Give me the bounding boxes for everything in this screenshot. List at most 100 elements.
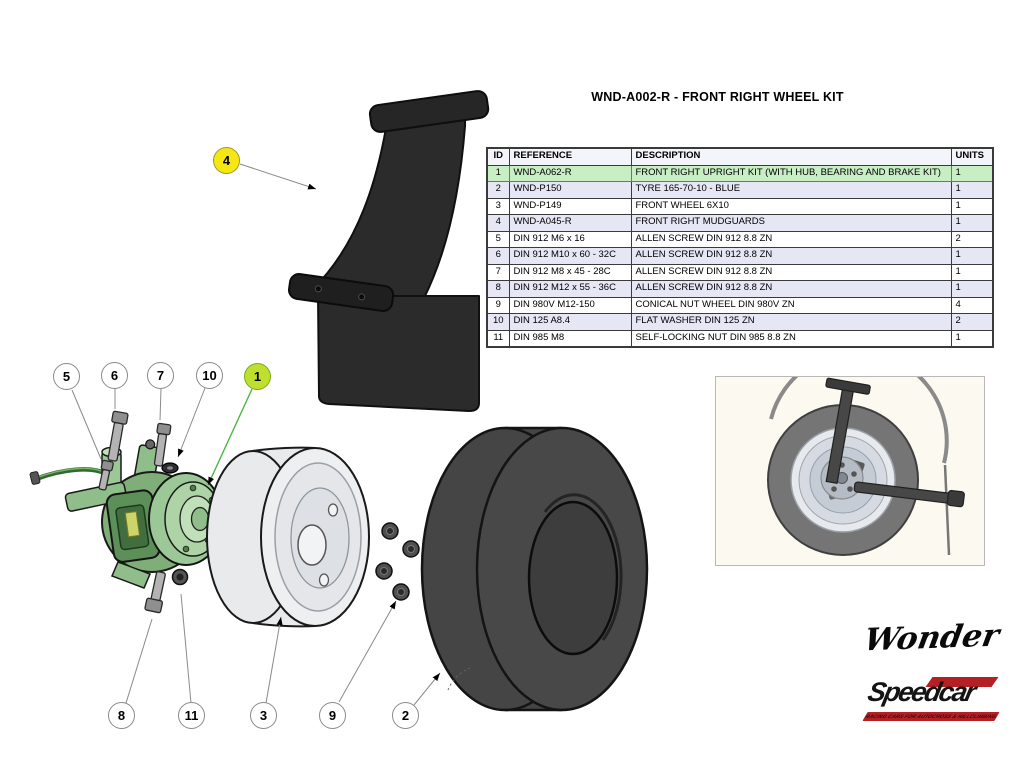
cell-reference: WND-P149 — [508, 197, 632, 215]
callout-6: 6 — [101, 362, 128, 389]
cell-id: 3 — [486, 197, 510, 215]
cell-description: FLAT WASHER DIN 125 ZN — [630, 313, 952, 331]
bom-header-row: ID REFERENCE DESCRIPTION UNITS — [486, 147, 994, 166]
cell-reference: DIN 912 M10 x 60 - 32C — [508, 247, 632, 265]
wonder-logo: Wonder — [852, 617, 1012, 666]
speedcar-logo: Speedcar RACING CARS FOR AUTOCROSS & HIL… — [843, 676, 1000, 726]
callout-8: 8 — [108, 702, 135, 729]
cell-id: 5 — [486, 230, 510, 248]
cell-reference: DIN 912 M12 x 55 - 36C — [508, 280, 632, 298]
col-header-units: UNITS — [950, 147, 994, 166]
assembled-wheel-inset — [715, 376, 985, 566]
callout-2-number: 2 — [401, 708, 410, 723]
cell-units: 1 — [950, 247, 994, 265]
cell-description: ALLEN SCREW DIN 912 8.8 ZN — [630, 263, 952, 281]
callout-9-number: 9 — [328, 708, 337, 723]
cell-units: 1 — [950, 197, 994, 215]
cell-units: 2 — [950, 230, 994, 248]
callout-5-number: 5 — [62, 369, 71, 384]
cell-description: ALLEN SCREW DIN 912 8.8 ZN — [630, 280, 952, 298]
cell-units: 2 — [950, 313, 994, 331]
screw-6-part — [107, 410, 129, 462]
cell-reference: DIN 985 M8 — [508, 329, 632, 348]
callout-11-number: 11 — [184, 708, 199, 723]
cell-reference: DIN 912 M6 x 16 — [508, 230, 632, 248]
cell-units: 1 — [950, 329, 994, 348]
callout-10-number: 10 — [202, 368, 217, 383]
callout-3: 3 — [250, 702, 277, 729]
screw-8-part — [144, 571, 166, 614]
cell-description: FRONT WHEEL 6X10 — [630, 197, 952, 215]
cell-reference: WND-P150 — [508, 181, 632, 199]
cell-reference: DIN 980V M12-150 — [508, 296, 632, 314]
mudguard-part — [288, 90, 490, 412]
callout-6-number: 6 — [110, 368, 119, 383]
cell-id: 2 — [486, 181, 510, 199]
callout-10: 10 — [196, 362, 223, 389]
callout-7-number: 7 — [156, 368, 165, 383]
col-header-reference: REFERENCE — [508, 147, 632, 166]
cell-description: ALLEN SCREW DIN 912 8.8 ZN — [630, 230, 952, 248]
callout-1: 1 — [244, 363, 271, 390]
cell-id: 8 — [486, 280, 510, 298]
callout-4-number: 4 — [222, 153, 231, 168]
cell-units: 1 — [950, 214, 994, 232]
cell-id: 11 — [486, 329, 510, 348]
cell-reference: DIN 125 A8.4 — [508, 313, 632, 331]
cell-units: 1 — [950, 280, 994, 298]
cell-description: FRONT RIGHT MUDGUARDS — [630, 214, 952, 232]
screw-5-part — [98, 459, 114, 491]
cell-reference: WND-A045-R — [508, 214, 632, 232]
nut-11-part — [171, 568, 189, 586]
callout-2: 2 — [392, 702, 419, 729]
cell-units: 1 — [950, 181, 994, 199]
upright-assembly-part — [29, 439, 236, 589]
col-header-description: DESCRIPTION — [630, 147, 952, 166]
cell-reference: DIN 912 M8 x 45 - 28C — [508, 263, 632, 281]
wheel-rim-part — [206, 446, 370, 628]
lug-nuts-part — [375, 522, 420, 601]
callout-8-number: 8 — [117, 708, 126, 723]
callout-11: 11 — [178, 702, 205, 729]
cell-units: 1 — [950, 263, 994, 281]
callout-4: 4 — [213, 147, 240, 174]
callout-1-number: 1 — [253, 369, 262, 384]
cell-id: 1 — [486, 164, 510, 182]
cell-id: 9 — [486, 296, 510, 314]
callout-5: 5 — [53, 363, 80, 390]
speedcar-logo-text: Speedcar — [865, 677, 978, 707]
col-header-id: ID — [486, 147, 510, 166]
page-title: WND-A002-R - FRONT RIGHT WHEEL KIT — [591, 90, 844, 104]
callout-3-number: 3 — [259, 708, 268, 723]
cell-units: 4 — [950, 296, 994, 314]
brake-caliper — [105, 489, 161, 563]
leader-lines — [71, 163, 441, 706]
cell-id: 6 — [486, 247, 510, 265]
cell-units: 1 — [950, 164, 994, 182]
callout-7: 7 — [147, 362, 174, 389]
callout-9: 9 — [319, 702, 346, 729]
cell-description: ALLEN SCREW DIN 912 8.8 ZN — [630, 247, 952, 265]
screw-7-part — [153, 422, 172, 467]
cell-id: 10 — [486, 313, 510, 331]
tyre-part — [420, 426, 649, 712]
cell-reference: WND-A062-R — [508, 164, 632, 182]
cell-description: FRONT RIGHT UPRIGHT KIT (WITH HUB, BEARI… — [630, 164, 952, 182]
washer-10-part — [161, 462, 179, 474]
wonder-logo-text: Wonder — [861, 617, 1003, 659]
cell-description: CONICAL NUT WHEEL DIN 980V ZN — [630, 296, 952, 314]
cell-description: TYRE 165-70-10 - BLUE — [630, 181, 952, 199]
